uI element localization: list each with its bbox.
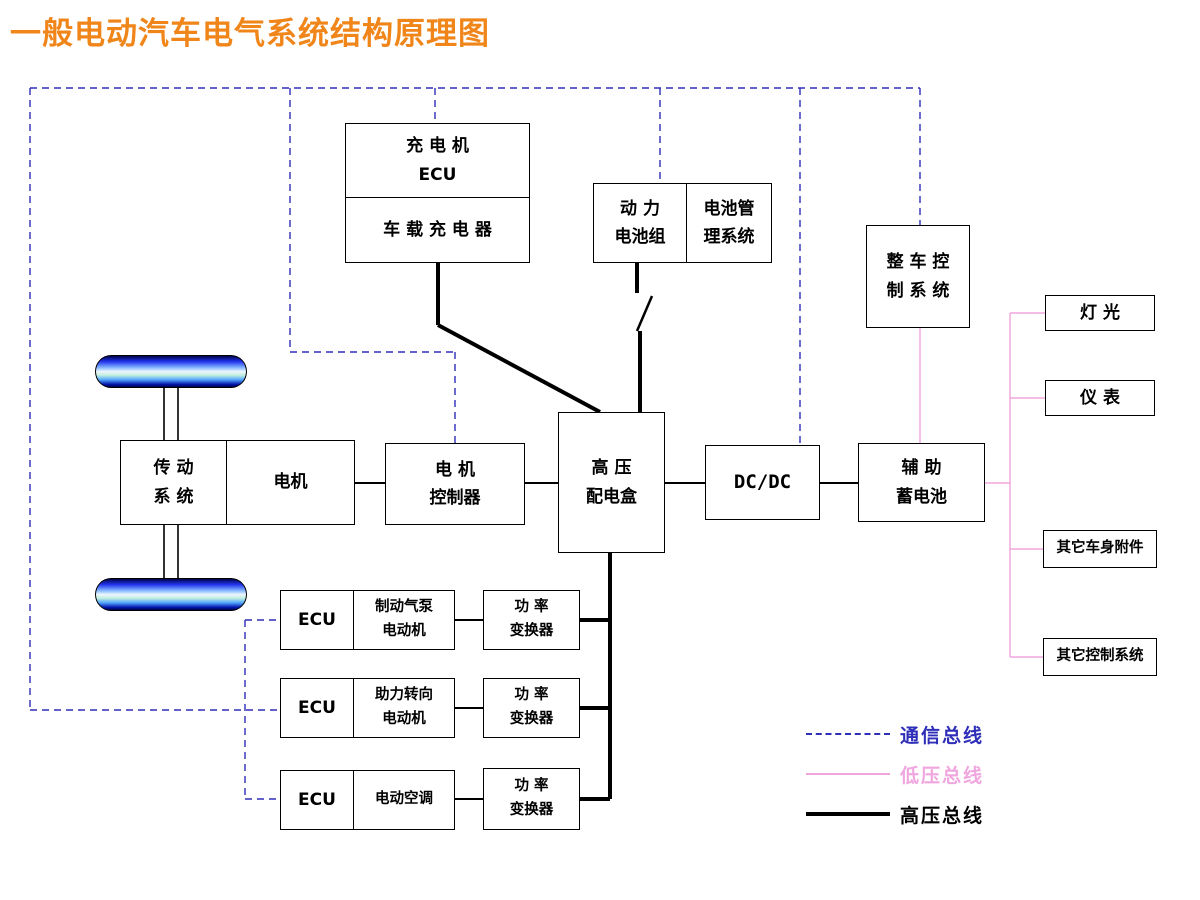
aircon-ecu-label: ECU (298, 789, 336, 810)
legend-item-hv-bus: 高压总线 (806, 794, 984, 834)
steering-ecu-cell: ECU (281, 679, 353, 737)
brake-pump-device-cell: 制动气泵 电动机 (353, 591, 454, 649)
lv-bus-lines (919, 312, 1045, 658)
motor-cell: 电机 (226, 441, 354, 524)
brake-pump-block: ECU 制动气泵 电动机 (280, 590, 455, 650)
battery-contactor-switch (635, 295, 654, 332)
wheel-top (95, 355, 247, 388)
legend: 通信总线 低压总线 高压总线 (806, 714, 984, 834)
brake-pump-device-label: 制动气泵 电动机 (375, 599, 433, 639)
transmission-cell: 传 动 系 统 (121, 441, 226, 524)
steering-ecu-label: ECU (298, 697, 336, 718)
other-body-label: 其它车身附件 (1056, 540, 1144, 557)
drivetrain-block: 传 动 系 统 电机 (120, 440, 355, 525)
lv-bus-line-sample (806, 773, 890, 775)
other-control-box: 其它控制系统 (1043, 638, 1157, 676)
steering-device-label: 助力转向 电动机 (375, 687, 433, 727)
aircon-converter-box: 功 率 变换器 (483, 768, 580, 830)
vehicle-controller-box: 整 车 控 制 系 统 (866, 225, 970, 328)
transmission-label: 传 动 系 统 (153, 458, 194, 507)
steering-converter-box: 功 率 变换器 (483, 678, 580, 738)
charger-ecu-cell: 充 电 机 ECU (346, 124, 529, 197)
motor-label: 电机 (273, 472, 308, 493)
legend-item-comm-bus: 通信总线 (806, 714, 984, 754)
onboard-charger-cell: 车 载 充 电 器 (346, 197, 529, 262)
brake-pump-converter-box: 功 率 变换器 (483, 590, 580, 650)
power-battery-label: 动 力 电池组 (614, 198, 666, 247)
battery-mgmt-cell: 电池管 理系统 (686, 184, 771, 262)
hv-bus-legend-label: 高压总线 (900, 804, 985, 827)
comm-bus-lines (29, 87, 921, 800)
hv-distribution-box: 高 压 配电盒 (558, 412, 665, 553)
steering-block: ECU 助力转向 电动机 (280, 678, 455, 738)
aircon-device-cell: 电动空调 (353, 771, 454, 829)
charger-block: 充 电 机 ECU 车 载 充 电 器 (345, 123, 530, 263)
brake-pump-converter-label: 功 率 变换器 (509, 599, 554, 639)
other-body-box: 其它车身附件 (1043, 530, 1157, 568)
steering-device-cell: 助力转向 电动机 (353, 679, 454, 737)
aircon-ecu-cell: ECU (281, 771, 353, 829)
dcdc-label: DC/DC (733, 470, 792, 493)
aircon-converter-label: 功 率 变换器 (509, 778, 554, 818)
other-control-label: 其它控制系统 (1056, 648, 1144, 665)
battery-mgmt-label: 电池管 理系统 (703, 198, 755, 247)
charger-ecu-label: 充 电 机 ECU (406, 136, 469, 185)
lv-bus-legend-label: 低压总线 (900, 764, 985, 787)
page-title: 一般电动汽车电气系统结构原理图 (10, 16, 490, 52)
aux-battery-label: 辅 助 蓄电池 (896, 458, 947, 507)
hv-distribution-label: 高 压 配电盒 (586, 458, 637, 507)
legend-item-lv-bus: 低压总线 (806, 754, 984, 794)
onboard-charger-label: 车 载 充 电 器 (383, 219, 492, 240)
motor-controller-box: 电 机 控制器 (385, 443, 525, 525)
comm-bus-line-sample (806, 733, 890, 735)
wheel-bottom (95, 578, 247, 611)
brake-pump-ecu-cell: ECU (281, 591, 353, 649)
instruments-label: 仪 表 (1080, 387, 1120, 408)
power-battery-cell: 动 力 电池组 (594, 184, 686, 262)
vehicle-controller-label: 整 车 控 制 系 统 (886, 252, 950, 301)
hv-bus-line-sample (806, 812, 890, 816)
brake-pump-ecu-label: ECU (298, 609, 336, 630)
aircon-block: ECU 电动空调 (280, 770, 455, 830)
lights-label: 灯 光 (1080, 302, 1120, 323)
steering-converter-label: 功 率 变换器 (509, 687, 554, 727)
comm-bus-legend-label: 通信总线 (900, 724, 985, 747)
lights-box: 灯 光 (1045, 295, 1155, 331)
motor-controller-label: 电 机 控制器 (429, 459, 481, 508)
instruments-box: 仪 表 (1045, 380, 1155, 416)
hv-bus-lines (436, 263, 654, 801)
battery-block: 动 力 电池组 电池管 理系统 (593, 183, 772, 263)
dcdc-box: DC/DC (705, 445, 820, 520)
aircon-device-label: 电动空调 (375, 791, 433, 808)
aux-battery-box: 辅 助 蓄电池 (858, 443, 985, 522)
